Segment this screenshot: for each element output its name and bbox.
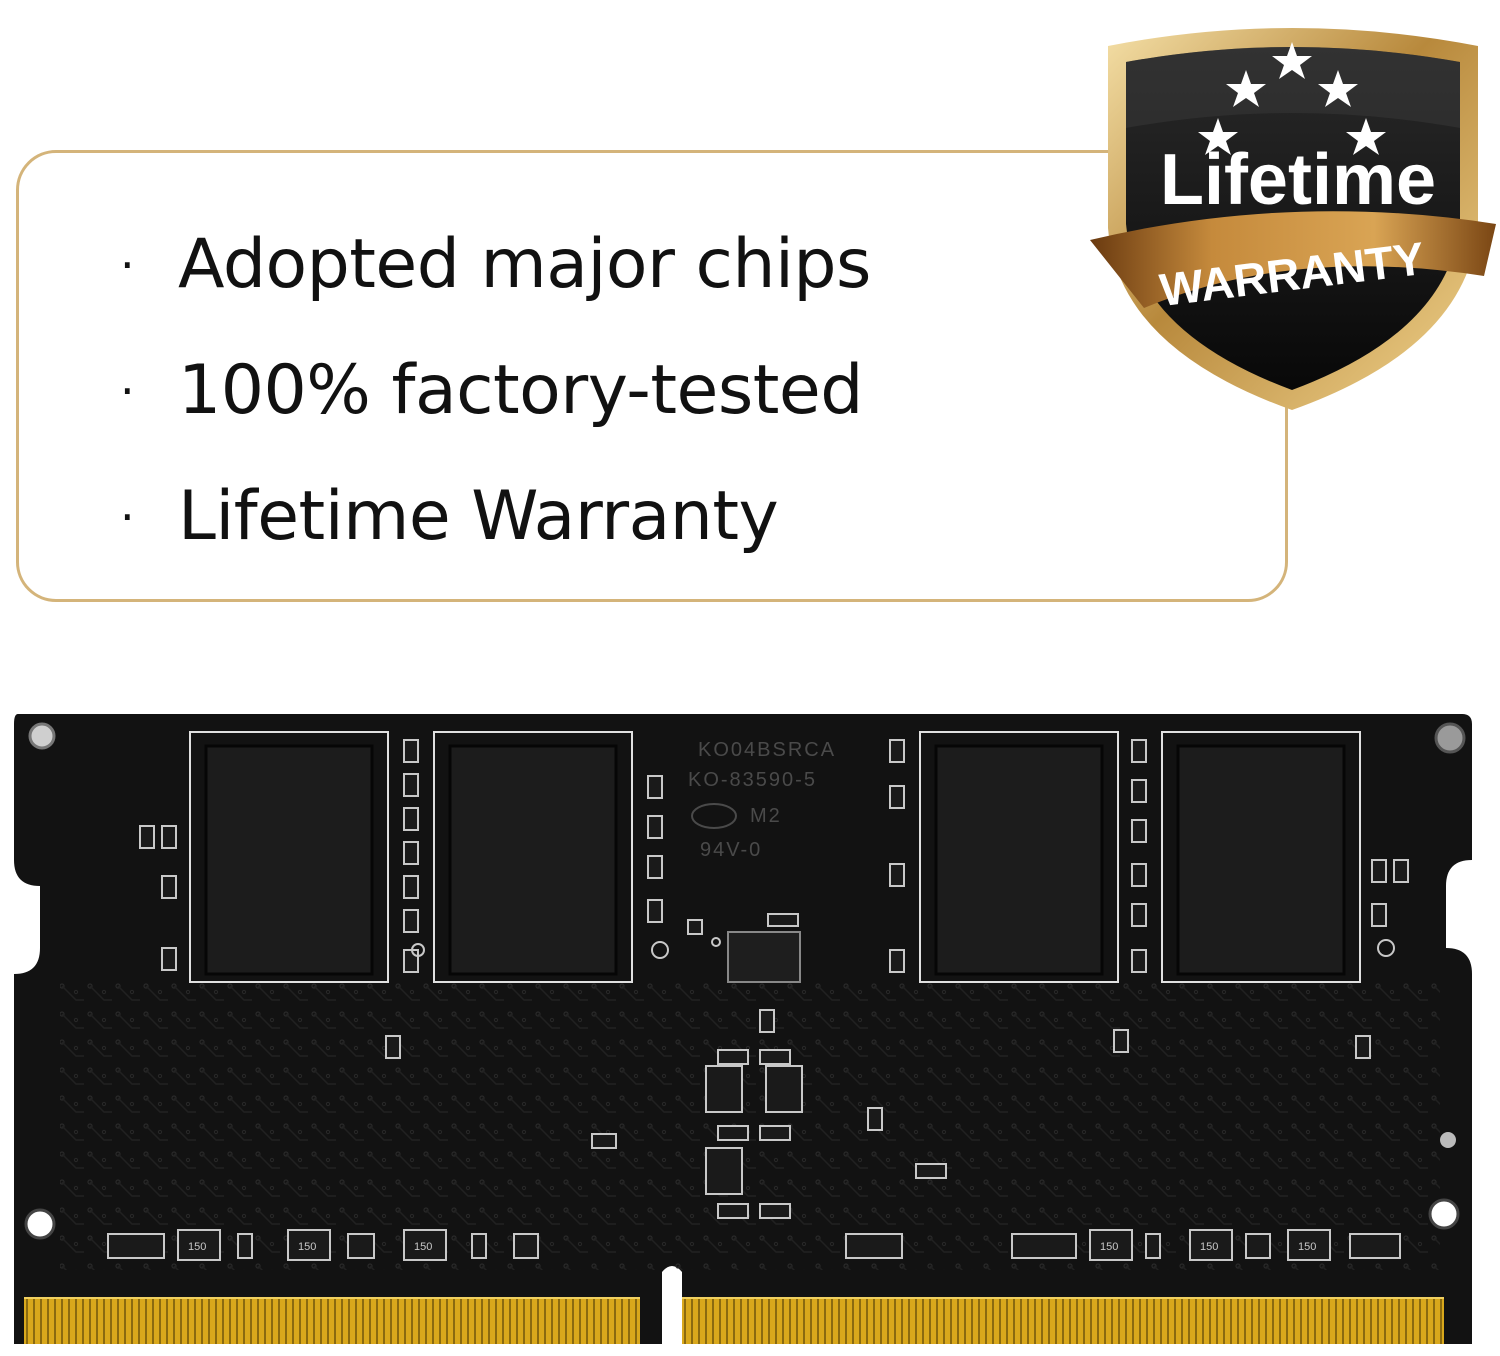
- mount-hole: [24, 1208, 56, 1240]
- memory-chip: [448, 744, 618, 976]
- star-icon: [1346, 118, 1386, 155]
- resistor-networks: [107, 1065, 1401, 1261]
- smd-components: [139, 739, 1409, 1219]
- bullet: ·: [120, 490, 135, 544]
- marking-text: KO-83590-5: [688, 769, 817, 791]
- star-icon: [1198, 118, 1238, 155]
- lifetime-warranty-badge: Lifetime WARRANTY: [1090, 28, 1496, 410]
- memory-chips: [189, 731, 1361, 983]
- star-icon: [1272, 42, 1312, 79]
- feature-item-chips: · Adopted major chips: [120, 222, 871, 348]
- star-icon: [1226, 70, 1266, 107]
- ram-module: KO04BSRCA KO-83590-5 M2 94V-0: [14, 714, 1472, 1344]
- mount-hole: [1428, 1198, 1460, 1230]
- feature-item-tested: · 100% factory-tested: [120, 348, 871, 474]
- resistor-label: 150: [1298, 1241, 1316, 1253]
- feature-item-warranty: · Lifetime Warranty: [120, 474, 871, 600]
- feature-box: [16, 150, 1288, 602]
- resistor-label: 150: [414, 1241, 432, 1253]
- chip-outline: [1161, 731, 1361, 983]
- chip-outline: [433, 731, 633, 983]
- resistor-label: 150: [188, 1241, 206, 1253]
- warranty-ribbon: [1090, 211, 1496, 308]
- feature-list: · Adopted major chips · 100% factory-teste…: [120, 222, 871, 600]
- resistor-label: 150: [1200, 1241, 1218, 1253]
- feature-text: Lifetime Warranty: [178, 477, 779, 556]
- marking-text: 94V-0: [700, 839, 762, 861]
- memory-chip: [1176, 744, 1346, 976]
- marking-text: M2: [750, 805, 782, 827]
- badge-title: Lifetime: [1160, 140, 1436, 220]
- feature-text: Adopted major chips: [178, 225, 871, 304]
- gold-contacts-right: [682, 1298, 1444, 1344]
- resistor-label: 150: [298, 1241, 316, 1253]
- spd-chip: [727, 931, 801, 983]
- mount-hole: [1434, 722, 1466, 754]
- stars-row: [1198, 42, 1386, 155]
- bullet: ·: [120, 364, 135, 418]
- gold-contacts-left: [24, 1298, 640, 1344]
- feature-text: 100% factory-tested: [178, 351, 863, 430]
- chip-outline: [189, 731, 389, 983]
- memory-chip: [934, 744, 1104, 976]
- bullet: ·: [120, 238, 135, 292]
- memory-chip: [204, 744, 374, 976]
- mount-hole: [28, 722, 56, 750]
- resistor-label: 150: [1100, 1241, 1118, 1253]
- chip-outline: [919, 731, 1119, 983]
- marking-text: KO04BSRCA: [698, 739, 836, 761]
- star-icon: [1318, 70, 1358, 107]
